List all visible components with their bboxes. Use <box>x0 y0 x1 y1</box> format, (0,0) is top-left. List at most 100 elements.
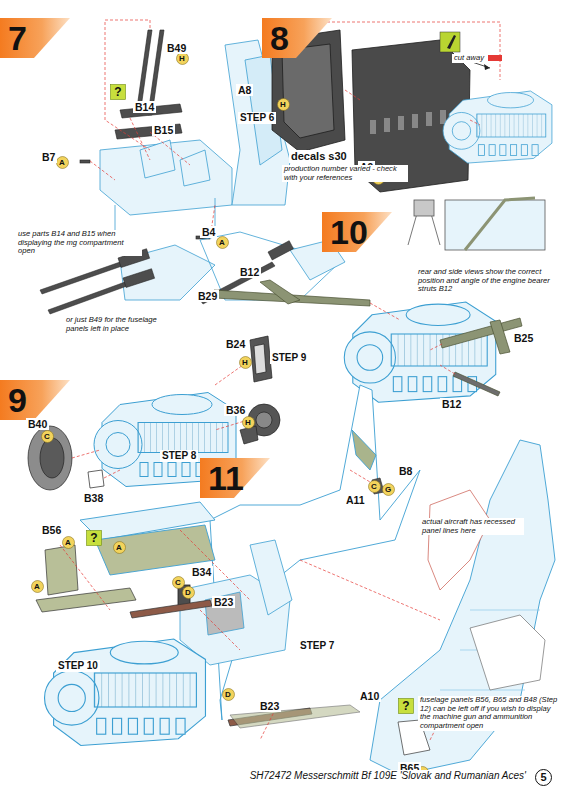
cut-away-icon <box>440 32 502 70</box>
strut-views <box>408 198 545 250</box>
circle-shape <box>31 580 43 592</box>
drawing-path <box>200 610 240 650</box>
drawing-path <box>300 22 500 80</box>
drawing-rect <box>398 116 404 130</box>
caption: SH72472 Messerschmitt Bf 109E 'Slovak an… <box>248 770 528 781</box>
circle-shape <box>222 688 234 700</box>
part-number: B12 <box>238 266 261 278</box>
circle-shape <box>382 483 394 495</box>
part-number: B8 <box>397 465 414 477</box>
drawing-path <box>48 282 127 314</box>
drawing-path <box>260 280 300 304</box>
part-number: A10 <box>358 690 381 702</box>
drawing-path <box>430 344 442 350</box>
drawing-path <box>282 44 334 138</box>
drawing-path <box>104 470 120 478</box>
drawing-rect <box>370 120 376 134</box>
instruction-note: use parts B14 and B15 when displaying th… <box>16 230 142 256</box>
flag-shape <box>262 18 332 58</box>
drawing-path <box>440 318 522 348</box>
engine-assembled <box>443 91 552 163</box>
flag-shape <box>0 18 70 58</box>
instruction-note: production number varied - check with yo… <box>282 165 408 182</box>
instruction-note: rear and side views show the correct pos… <box>416 268 562 294</box>
step-reference: STEP 7 <box>298 640 336 652</box>
circle-shape <box>56 156 68 168</box>
drawing-path <box>115 124 182 139</box>
drawing-path <box>470 120 480 125</box>
node-letter: ? <box>86 530 102 546</box>
assembly-lines <box>60 470 440 740</box>
part-number: B7 <box>40 151 57 163</box>
drawing-path <box>352 430 376 470</box>
drawing-path <box>484 64 490 70</box>
circle-shape <box>242 416 254 428</box>
node-letter: C <box>172 576 185 589</box>
step-number: 10 <box>322 212 392 252</box>
node-letter: H <box>277 98 290 111</box>
node-letter: ? <box>398 698 414 714</box>
instruction-note: cut away <box>452 54 486 63</box>
flag-shape <box>322 212 392 252</box>
engine-halves <box>272 30 470 192</box>
node-letter: A <box>113 541 126 554</box>
node-letter: A <box>62 536 75 549</box>
circle-shape <box>62 536 74 548</box>
drawing-path <box>105 20 150 150</box>
drawing-path <box>36 588 136 612</box>
node-letter: 5 <box>535 769 552 786</box>
colour-code-circle: A <box>62 536 75 549</box>
drawing-path <box>90 161 115 180</box>
colour-code-circle: H <box>242 416 255 429</box>
part-number: B34 <box>190 566 213 578</box>
node-letter: A <box>56 156 69 169</box>
step-number-flag: 11 <box>200 458 270 498</box>
drawing-path <box>490 320 510 354</box>
option-marker: ? <box>86 530 102 546</box>
node-letter: H <box>242 416 255 429</box>
drawing-path <box>428 490 490 590</box>
colour-code-circle: H <box>277 98 290 111</box>
part-number: B23 <box>212 596 235 608</box>
part-number: B4 <box>200 226 217 238</box>
drawing-path <box>230 705 360 728</box>
part-number: B25 <box>512 332 535 344</box>
drawing-rect <box>414 200 434 216</box>
step-number-flag: 7 <box>0 18 70 58</box>
drawing-path <box>240 426 258 444</box>
drawing-rect <box>80 160 90 163</box>
part-number: A11 <box>344 494 367 506</box>
engine-assembled <box>45 639 206 746</box>
assembly-lines <box>90 20 215 238</box>
drawing-rect <box>445 200 545 250</box>
square-shape <box>399 699 414 714</box>
drawing-path <box>250 336 272 382</box>
step-reference: STEP 6 <box>238 112 276 124</box>
colour-code-circle: D <box>222 688 235 701</box>
colour-code-circle: A <box>113 541 126 554</box>
step-number: 8 <box>262 18 332 58</box>
node-letter: A <box>216 236 229 249</box>
part-number: B49 <box>165 42 188 54</box>
drawing-g <box>370 110 446 134</box>
drawing-path <box>130 118 150 160</box>
step-number: 9 <box>0 380 70 420</box>
drawing-path <box>180 150 210 186</box>
step-number-flag: 8 <box>262 18 332 58</box>
drawing-path <box>254 344 266 374</box>
drawing-path <box>465 198 535 250</box>
circle-shape <box>216 236 228 248</box>
square-shape <box>87 531 102 546</box>
decal-reference: decals s30 <box>289 150 349 163</box>
drawing-path <box>345 90 360 100</box>
circle-shape <box>368 480 380 492</box>
engine-assembled <box>344 302 495 402</box>
drawing-path <box>453 372 500 396</box>
part-number: B15 <box>152 124 175 136</box>
step-number-flag: 9 <box>0 380 70 420</box>
colour-code-circle: A <box>216 236 229 249</box>
circle-shape <box>182 586 194 598</box>
drawing-path <box>447 35 456 49</box>
drawing-path <box>300 560 440 620</box>
